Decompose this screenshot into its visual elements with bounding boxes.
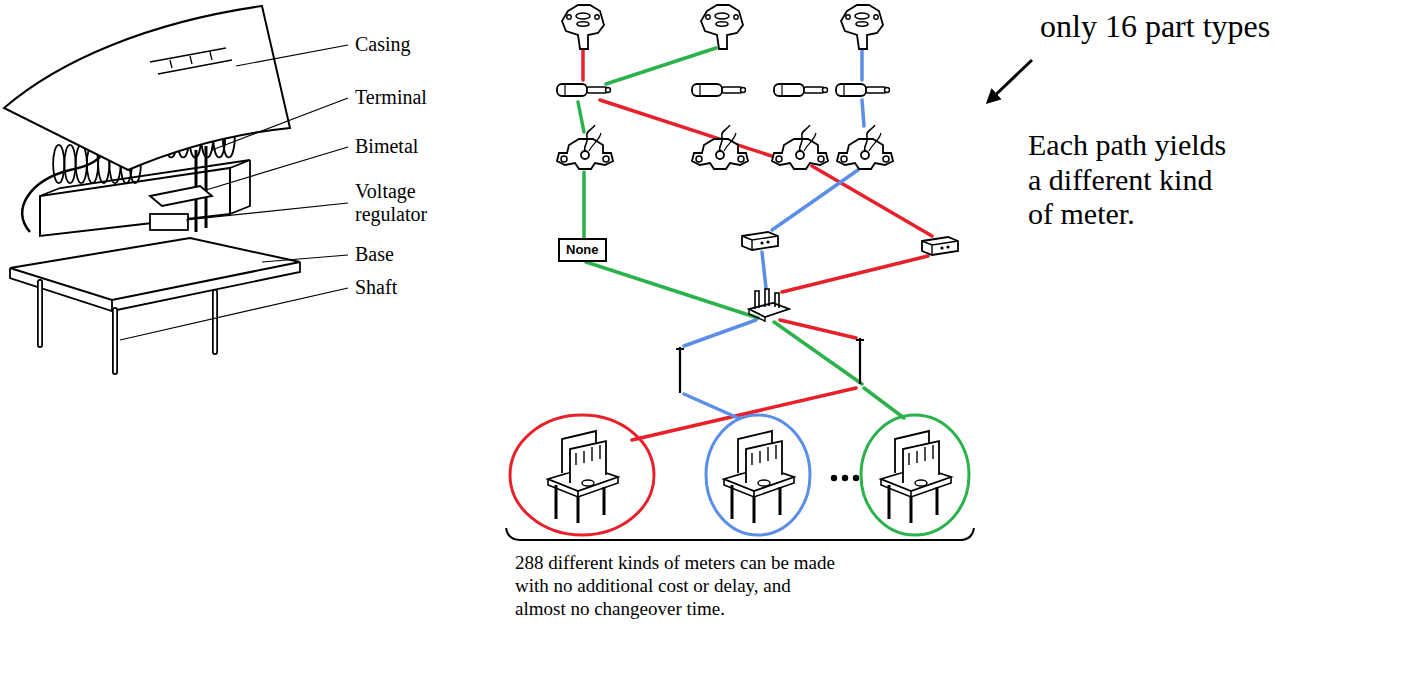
casing-part xyxy=(562,5,604,49)
shaft xyxy=(40,282,215,372)
regulator-part xyxy=(742,232,778,250)
voltage-regulator xyxy=(150,214,188,230)
part-name: Base xyxy=(355,243,394,266)
part-name: Terminal xyxy=(355,86,427,109)
bracket xyxy=(506,528,974,540)
frame-top xyxy=(40,160,250,214)
terminal-part xyxy=(692,84,746,96)
meter-part xyxy=(548,431,618,523)
green-circle xyxy=(861,415,969,535)
terminal-part xyxy=(836,84,890,96)
bimetal-part xyxy=(692,125,748,169)
red-path xyxy=(583,50,932,440)
bimetal-part xyxy=(837,125,893,169)
figure-caption: 288 different kinds of meters can be mad… xyxy=(515,552,841,620)
casing-part xyxy=(701,5,743,49)
part-name: Voltage regulator xyxy=(355,180,460,226)
regulator-part xyxy=(922,237,958,255)
shaft-part xyxy=(676,347,684,393)
shaft-core xyxy=(40,282,215,372)
base-part xyxy=(749,289,789,322)
meter-part xyxy=(724,431,794,523)
pointer-arrow xyxy=(988,60,1032,102)
callout-note: only 16 part types xyxy=(1040,8,1270,45)
blue-path xyxy=(684,50,864,418)
meter-results xyxy=(506,415,974,540)
dial-scale xyxy=(150,48,232,74)
terminal-part xyxy=(557,84,611,96)
ellipsis-dot xyxy=(842,475,848,481)
blue-circle xyxy=(706,415,810,535)
base-edge xyxy=(10,262,300,311)
casing-part xyxy=(841,5,883,49)
bimetal-strip xyxy=(150,186,212,206)
ellipsis-dot xyxy=(853,475,859,481)
red-path xyxy=(583,50,932,440)
option-box: None xyxy=(558,238,607,262)
wire xyxy=(22,150,104,232)
red-circle xyxy=(510,415,654,535)
frame xyxy=(40,168,230,236)
part-name: Casing xyxy=(355,33,411,56)
bimetal-part xyxy=(557,125,613,169)
bimetal-part xyxy=(772,125,828,169)
part-name: Bimetal xyxy=(355,135,418,158)
part-name: Shaft xyxy=(355,276,397,299)
terminal-part xyxy=(774,84,828,96)
green-path xyxy=(578,48,904,418)
exploded-meter xyxy=(4,6,348,372)
shaft-part xyxy=(856,338,864,384)
leader-line xyxy=(120,45,348,340)
green-path xyxy=(578,48,904,418)
blue-path xyxy=(684,50,864,418)
meter-part xyxy=(881,431,951,523)
side-note: Each path yields a different kind of met… xyxy=(1028,128,1240,232)
part-tree xyxy=(557,5,958,393)
ellipsis-dot xyxy=(831,475,837,481)
base-plate xyxy=(10,238,300,300)
node-label: None xyxy=(566,242,599,258)
casing xyxy=(4,6,290,170)
